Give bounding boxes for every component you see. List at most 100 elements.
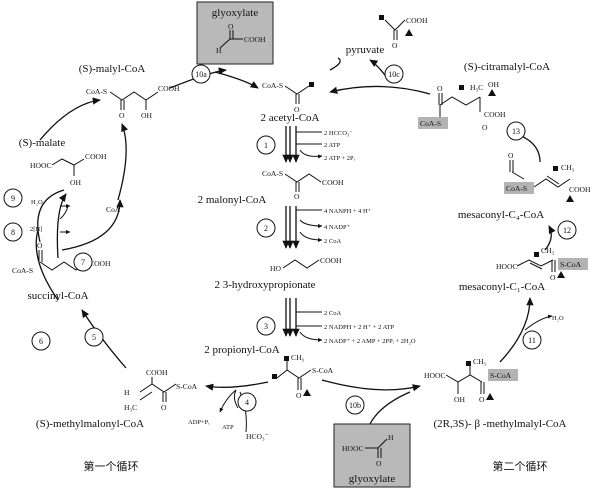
acetyl-coa-oxygen: O	[294, 105, 300, 114]
malyl-coa-carboxyl: COOH	[158, 84, 180, 93]
step2-nadph: 4 NANPH + 4 H⁺	[324, 208, 371, 215]
step1-bicarbonate: 2 HCCO₃⁻	[324, 130, 353, 137]
methylmalyl-coa-label: (2R,3S)- β -methylmalyl-CoA	[434, 418, 567, 430]
glyoxylate-bottom-box: HOOC O H glyoxylate	[333, 423, 411, 488]
mesaconyl-c1-oxygen: O	[550, 273, 556, 282]
step4-atp: ATP	[222, 424, 234, 431]
step-marker-10b: 10b	[345, 395, 365, 415]
citramalyl-coa-structure: (S)-citramalyl-CoA O CoA-S H₃C OH COOH O	[418, 61, 550, 132]
step-marker-13: 13	[506, 121, 526, 141]
pyruvate-label: pyruvate	[346, 44, 385, 56]
central-pathway-arrows	[282, 126, 323, 342]
propionyl-coa-label: 2 propionyl-CoA	[204, 344, 280, 356]
succinyl-coa-carboxyl: COOH	[89, 259, 111, 268]
svg-text:5: 5	[92, 333, 96, 342]
step-marker-5: 5	[84, 327, 104, 347]
malate-hydroxyl: OH	[70, 178, 81, 187]
svg-text:8: 8	[11, 228, 15, 237]
step-marker-4: 4	[237, 392, 257, 412]
methylmalyl-coa-hooc: HOOC	[424, 371, 446, 380]
glyoxylate-bottom-oxygen: O	[376, 459, 382, 468]
mesaconyl-c4-coa: CoA-S	[506, 184, 527, 193]
mesaconyl-c1-coa-structure: HOOC CH₃ O S-CoA mesaconyl-C₁-CoA	[459, 246, 588, 293]
step-marker-6: 6	[31, 331, 51, 351]
methylmalonyl-coa-oxygen: O	[161, 403, 167, 412]
citramalyl-coa-label: (S)-citramalyl-CoA	[464, 61, 550, 73]
citramalyl-coa-methyl: H₃C	[470, 83, 483, 92]
methylmalonyl-coa-structure: COOH O S-CoA H H₃C (S)-methylmalonyl-CoA	[36, 368, 198, 430]
malonyl-coa-carboxyl: COOH	[322, 178, 344, 187]
mesaconyl-c4-coa-highlight	[504, 182, 534, 194]
svg-text:11: 11	[528, 336, 536, 345]
svg-text:9: 9	[11, 194, 15, 203]
malyl-coa-structure: (S)-malyl-CoA CoA-S O COOH OH	[79, 63, 180, 120]
mesaconyl-c1-hooc: HOOC	[496, 262, 518, 271]
first-cycle-label: 第一个循环	[84, 459, 139, 473]
methylmalonyl-coa-label: (S)-methylmalonyl-CoA	[36, 418, 144, 430]
free-coa-label: CoA	[106, 205, 121, 214]
step-marker-1: 1	[256, 135, 276, 155]
methylmalyl-coa-structure: HOOC OH CH₃ O S-CoA (2R,3S)- β -methylma…	[424, 357, 567, 430]
mesaconyl-c1-coa: S-CoA	[560, 260, 582, 269]
step-marker-2: 2	[256, 218, 276, 238]
succinyl-coa-oxygen: O	[37, 241, 43, 250]
glyoxylate-top-h: H	[216, 46, 222, 55]
step-marker-3: 3	[256, 316, 276, 336]
step4-adp: ADP+Pᵢ	[188, 419, 210, 426]
malate-structure: (S)-malate HOOC COOH OH	[19, 137, 107, 187]
methylmalonyl-coa-h: H	[124, 388, 130, 397]
svg-text:4: 4	[245, 398, 249, 407]
step2-nadp: 4 NADP⁺	[324, 224, 350, 231]
methylmalyl-coa-oxygen: O	[479, 395, 485, 404]
svg-text:6: 6	[39, 337, 43, 346]
svg-text:1: 1	[264, 141, 268, 150]
propionyl-coa-structure: 2 propionyl-CoA CH₃ O S-CoA	[204, 344, 333, 400]
malate-label: (S)-malate	[19, 137, 66, 149]
carbon-marker-square	[379, 15, 384, 20]
methylmalyl-coa-coa-highlight	[488, 369, 518, 381]
mesaconyl-c1-coa-highlight	[558, 258, 588, 270]
carbon-marker-triangle	[405, 29, 413, 36]
methylmalyl-coa-coa: S-CoA	[490, 371, 512, 380]
mesaconyl-c4-oxygen: O	[508, 151, 514, 160]
citramalyl-coa-oxygen: O	[437, 84, 443, 93]
citramalyl-coa-oh2: O	[482, 123, 488, 132]
glyoxylate-bottom-carboxyl: HOOC	[342, 444, 364, 453]
step3-inputs: 2 NADPH + 2 H⁺ + 2 ATP	[324, 324, 395, 331]
malyl-coa-oxygen: O	[119, 111, 125, 120]
step1-atp: 2 ATP	[324, 142, 340, 149]
step-marker-10c: 10c	[384, 64, 404, 84]
citramalyl-coa-carboxyl: COOH	[484, 110, 506, 119]
propionyl-coa-coa: S-CoA	[312, 366, 334, 375]
glyoxylate-top-label: glyoxylate	[212, 7, 259, 19]
glyoxylate-top-carboxyl: COOH	[244, 35, 266, 44]
hydroxypropionate-label: 2 3-hydroxypropionate	[214, 279, 315, 291]
methylmalyl-coa-methyl: CH₃	[473, 357, 487, 366]
succinyl-coa-coa: CoA-S	[12, 266, 33, 275]
malyl-coa-label: (S)-malyl-CoA	[79, 63, 146, 75]
malonyl-coa-oxygen: O	[294, 192, 300, 201]
svg-text:2: 2	[264, 224, 268, 233]
step-marker-7: 7	[73, 252, 93, 272]
step4-bicarbonate: HCO₃⁻	[246, 432, 269, 441]
malonyl-coa-structure: CoA-S O COOH 2 malonyl-CoA	[198, 169, 344, 206]
citramalyl-coa-coa: CoA-S	[420, 119, 441, 128]
svg-text:10a: 10a	[195, 70, 207, 79]
glyoxylate-top-oxygen: O	[228, 22, 234, 31]
svg-text:3: 3	[264, 322, 268, 331]
step3-products: 2 NADP⁺ + 2 AMP + 2PPᵢ + 2H₂O	[324, 338, 416, 345]
pyruvate-oxygen: O	[392, 41, 398, 50]
methylmalonyl-coa-coa: S-CoA	[176, 382, 198, 391]
malonyl-coa-coa: CoA-S	[262, 169, 283, 178]
citramalyl-coa-hydroxyl: OH	[488, 80, 499, 89]
malonyl-coa-label: 2 malonyl-CoA	[198, 194, 267, 206]
mesaconyl-c4-coa-structure: O CoA-S CH₃ COOH mesaconyl-C₄-CoA	[458, 151, 591, 221]
step-marker-8: 8	[3, 222, 23, 242]
mesaconyl-c4-carboxyl: COOH	[569, 185, 591, 194]
svg-text:7: 7	[81, 258, 85, 267]
mesaconyl-c1-methyl: CH₃	[541, 246, 555, 255]
step9-water: H₂O	[31, 199, 43, 206]
svg-text:13: 13	[512, 127, 520, 136]
svg-text:12: 12	[563, 226, 571, 235]
